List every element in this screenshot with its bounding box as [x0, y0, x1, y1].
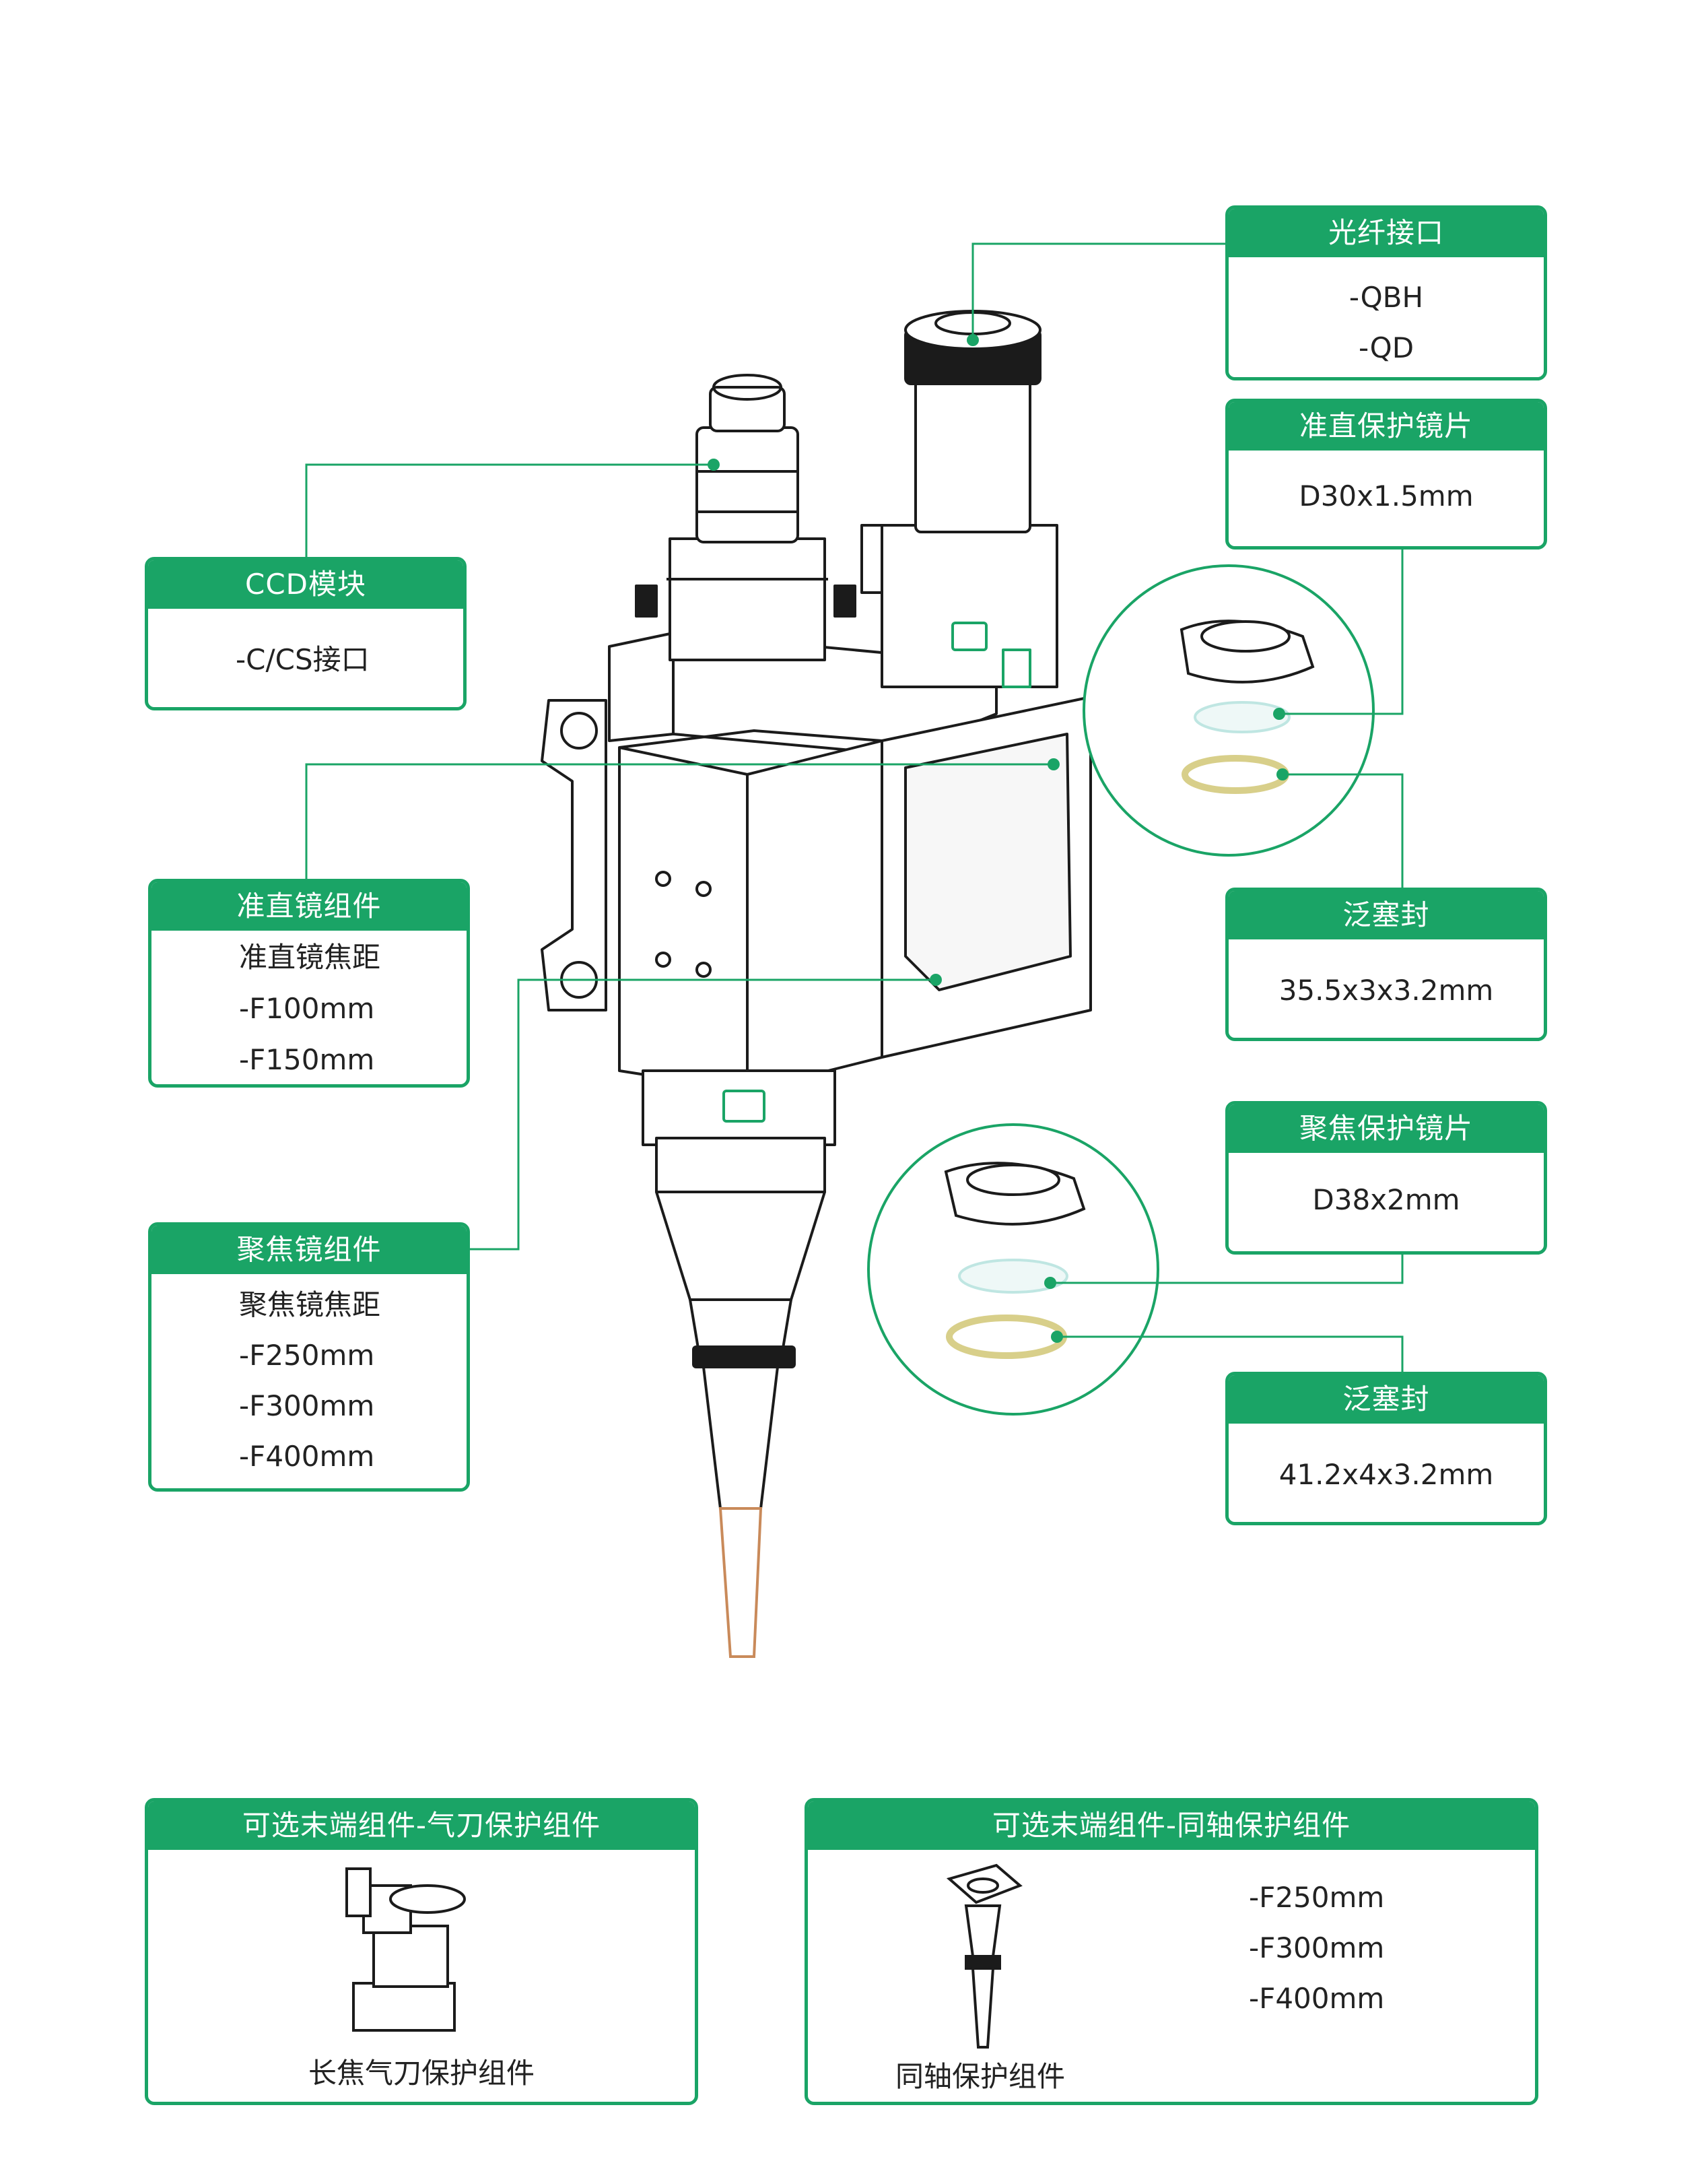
callout-ccd-module: CCD模块 -C/CS接口: [145, 557, 467, 710]
callout-line: -F250mm: [239, 1339, 375, 1372]
callout-title: 准直镜组件: [151, 882, 467, 931]
air-fitting: [860, 524, 883, 594]
nozzle-tip: [718, 1507, 763, 1658]
option-line: -F250mm: [1249, 1881, 1385, 1914]
callout-line: -QD: [1358, 331, 1414, 364]
focus-cone: [655, 1191, 826, 1301]
callout-line: -F300mm: [239, 1389, 375, 1422]
leader-seal-bottom: [1057, 1335, 1404, 1374]
leader-ccd: [305, 463, 714, 559]
leader-seal-top: [1283, 773, 1404, 888]
callout-line: -F100mm: [239, 992, 375, 1025]
callout-fiber-interface: 光纤接口 -QBH -QD: [1225, 205, 1547, 380]
ccd-knob-right: [833, 585, 856, 618]
callout-title: 泛塞封: [1229, 891, 1544, 939]
callout-focus-window: 聚焦保护镜片 D38x2mm: [1225, 1101, 1547, 1255]
ccd-knob-left: [635, 585, 658, 618]
ccd-base: [669, 537, 826, 661]
callout-collimator-window: 准直保护镜片 D30x1.5mm: [1225, 399, 1547, 550]
callout-line: 35.5x3x3.2mm: [1278, 974, 1494, 1007]
callout-line: -F400mm: [239, 1440, 375, 1473]
callout-title: 光纤接口: [1229, 209, 1544, 257]
callout-title: 泛塞封: [1229, 1375, 1544, 1424]
side-bracket: [541, 699, 607, 1011]
leader-collimator-window: [1279, 549, 1404, 715]
fiber-body: [914, 376, 1031, 533]
option-title: 可选末端组件-气刀保护组件: [148, 1801, 695, 1850]
lens-bottom: [958, 1259, 1068, 1294]
leader-focus: [468, 978, 936, 1251]
leader-focus-window: [1050, 1254, 1404, 1284]
callout-collimator-assembly: 准直镜组件 准直镜焦距 -F100mm -F150mm: [148, 879, 470, 1088]
focus-neck: [642, 1069, 836, 1146]
option-air-knife-panel: 可选末端组件-气刀保护组件 长焦气刀保护组件: [145, 1798, 698, 2105]
callout-line: -QBH: [1348, 281, 1424, 314]
housing-window: [904, 733, 1072, 991]
callout-seal-top: 泛塞封 35.5x3x3.2mm: [1225, 888, 1547, 1041]
nozzle-lower: [702, 1366, 779, 1510]
callout-line: 41.2x4x3.2mm: [1278, 1458, 1494, 1491]
green-clip-bottom: [722, 1090, 765, 1123]
option-line: -F300mm: [1249, 1931, 1385, 1964]
ccd-body: [695, 426, 799, 543]
callout-line: -F150mm: [239, 1043, 375, 1076]
main-housing-front: [618, 746, 749, 1092]
callout-seal-bottom: 泛塞封 41.2x4x3.2mm: [1225, 1372, 1547, 1525]
bracket-hole-top: [560, 712, 598, 750]
option-caption: 同轴保护组件: [895, 2060, 1066, 2093]
callout-line: D38x2mm: [1312, 1183, 1460, 1216]
option-caption: 长焦气刀保护组件: [308, 2057, 535, 2090]
option-title: 可选末端组件-同轴保护组件: [808, 1801, 1535, 1850]
callout-focus-assembly: 聚焦镜组件 聚焦镜焦距 -F250mm -F300mm -F400mm: [148, 1222, 470, 1492]
callout-title: 聚焦镜组件: [151, 1226, 467, 1274]
callout-title: 准直保护镜片: [1229, 402, 1544, 451]
callout-line: 聚焦镜焦距: [239, 1288, 381, 1321]
logo-plate: [1002, 649, 1031, 688]
leader-collimator: [305, 763, 1054, 879]
callout-title: 聚焦保护镜片: [1229, 1104, 1544, 1153]
callout-line: D30x1.5mm: [1299, 479, 1474, 512]
fiber-base: [881, 524, 1058, 688]
green-clip-top: [951, 622, 988, 651]
option-coaxial-panel: 可选末端组件-同轴保护组件 同轴保护组件 -F250mm -F300mm -F4…: [805, 1798, 1538, 2105]
lens-top: [1194, 701, 1291, 733]
option-line: -F400mm: [1249, 1982, 1385, 2015]
callout-line: -C/CS接口: [236, 643, 370, 676]
nozzle-ring: [692, 1345, 796, 1368]
leader-fiber: [971, 242, 1225, 340]
callout-line: 准直镜焦距: [239, 941, 381, 974]
callout-title: CCD模块: [148, 560, 463, 609]
